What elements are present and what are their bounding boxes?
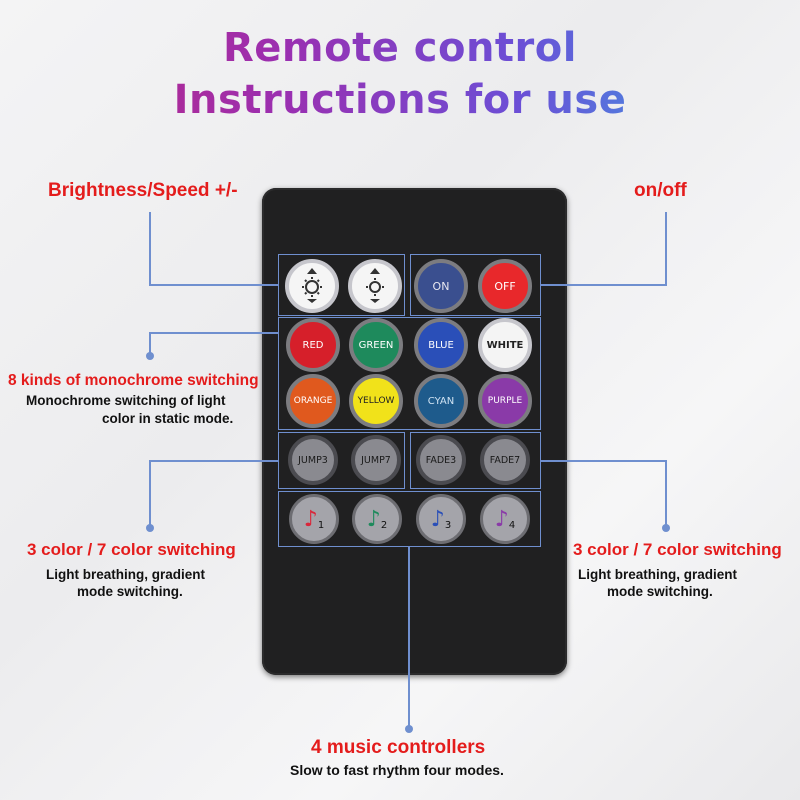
music-3-label: 3 <box>444 519 452 531</box>
right-mode-leader-h <box>540 460 667 462</box>
right-mode-callout-desc-2: mode switching. <box>607 584 713 599</box>
cyan-button[interactable]: CYAN <box>414 374 468 428</box>
cyan-button-label: CYAN <box>427 395 455 407</box>
orange-button-label: ORANGE <box>293 396 333 406</box>
music-group-box <box>278 491 541 547</box>
red-button[interactable]: RED <box>286 318 340 372</box>
red-button-label: RED <box>302 339 324 351</box>
jump7-button-label: JUMP7 <box>361 454 391 466</box>
on-button[interactable]: ON <box>414 259 468 313</box>
color-group-box <box>278 317 541 430</box>
right-mode-leader-v <box>665 460 667 528</box>
jump3-button-label: JUMP3 <box>298 454 328 466</box>
left-mode-callout-title: 3 color / 7 color switching <box>27 540 236 559</box>
blue-button-label: BLUE <box>428 339 454 351</box>
brightness-leader-h <box>149 284 279 286</box>
right-mode-callout-desc-1: Light breathing, gradient <box>578 567 737 582</box>
monochrome-callout-title: 8 kinds of monochrome switching <box>8 372 259 389</box>
music-note-icon: ♪ <box>366 506 381 532</box>
green-button[interactable]: GREEN <box>349 318 403 372</box>
jump3-button[interactable]: JUMP3 <box>288 435 338 485</box>
off-button-label: OFF <box>494 279 516 293</box>
left-mode-leader-dot <box>146 524 154 532</box>
music-2-label: 2 <box>380 519 388 531</box>
music-callout-title: 4 music controllers <box>311 737 486 758</box>
purple-button[interactable]: PURPLE <box>478 374 532 428</box>
brightness-down-icon <box>358 266 392 307</box>
white-button-label: WHITE <box>486 339 524 351</box>
right-mode-callout-title: 3 color / 7 color switching <box>573 540 782 559</box>
music-1-button[interactable]: ♪ 1 <box>289 494 339 544</box>
onoff-callout-title: on/off <box>634 180 687 201</box>
orange-button[interactable]: ORANGE <box>286 374 340 428</box>
right-mode-leader-dot <box>662 524 670 532</box>
music-1-label: 1 <box>317 519 325 531</box>
jump7-button[interactable]: JUMP7 <box>351 435 401 485</box>
title-line-1: Remote control <box>0 24 800 72</box>
music-2-button[interactable]: ♪ 2 <box>352 494 402 544</box>
onoff-leader-v <box>665 212 667 285</box>
green-button-label: GREEN <box>358 339 394 351</box>
brightness-up-icon <box>295 266 329 307</box>
left-mode-callout-desc-1: Light breathing, gradient <box>46 567 205 582</box>
music-4-label: 4 <box>508 519 516 531</box>
monochrome-leader-dot <box>146 352 154 360</box>
fade3-button[interactable]: FADE3 <box>416 435 466 485</box>
left-mode-leader-v <box>149 460 151 528</box>
left-mode-callout-desc-2: mode switching. <box>77 584 183 599</box>
fade3-button-label: FADE3 <box>425 454 457 466</box>
brightness-up-button[interactable] <box>285 259 339 313</box>
music-callout-desc: Slow to fast rhythm four modes. <box>290 762 504 778</box>
monochrome-callout-desc-2: color in static mode. <box>102 411 234 426</box>
music-3-button[interactable]: ♪ 3 <box>416 494 466 544</box>
music-note-icon: ♪ <box>494 506 509 532</box>
onoff-leader-h <box>540 284 667 286</box>
yellow-button-label: YELLOW <box>357 396 395 406</box>
fade7-button[interactable]: FADE7 <box>480 435 530 485</box>
music-note-icon: ♪ <box>303 506 318 532</box>
music-4-button[interactable]: ♪ 4 <box>480 494 530 544</box>
music-leader-dot <box>405 725 413 733</box>
white-button[interactable]: WHITE <box>478 318 532 372</box>
brightness-leader-v <box>149 212 151 285</box>
fade7-button-label: FADE7 <box>489 454 521 466</box>
monochrome-leader-v <box>149 332 151 356</box>
music-leader-v <box>408 547 410 729</box>
on-button-label: ON <box>432 279 450 293</box>
brightness-down-button[interactable] <box>348 259 402 313</box>
blue-button[interactable]: BLUE <box>414 318 468 372</box>
monochrome-leader-h <box>149 332 279 334</box>
music-note-icon: ♪ <box>430 506 445 532</box>
brightness-callout-title: Brightness/Speed +/- <box>48 180 238 201</box>
title-line-2: Instructions for use <box>0 76 800 124</box>
left-mode-leader-h <box>149 460 279 462</box>
purple-button-label: PURPLE <box>487 396 523 406</box>
monochrome-callout-desc-1: Monochrome switching of light <box>26 393 226 408</box>
yellow-button[interactable]: YELLOW <box>349 374 403 428</box>
off-button[interactable]: OFF <box>478 259 532 313</box>
